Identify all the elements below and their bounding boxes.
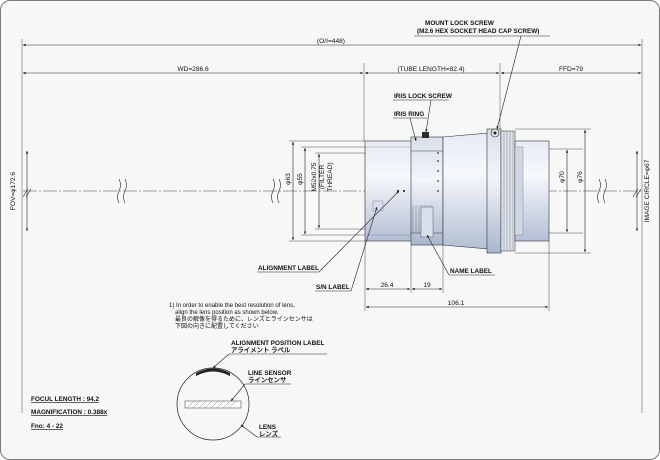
note-line-2: align the lens position as shown below.	[175, 310, 279, 316]
lens-body	[364, 128, 550, 254]
alignment-diagram	[176, 353, 327, 441]
ffd-dimension: FFD=79	[559, 66, 583, 73]
lens-label-jp: レンズ	[259, 429, 279, 438]
fov-dimension-line	[22, 150, 32, 232]
len-26-4-label: 26.4	[381, 282, 394, 289]
iris-ring-label: IRIS RING	[394, 111, 424, 118]
line-sensor-label: LINE SENSOR	[248, 370, 292, 377]
wd-dimension: WD=286.6	[177, 66, 209, 73]
iris-lock-screw-label: IRIS LOCK SCREW	[394, 93, 453, 100]
alignment-label-label: ALIGNMENT LABEL	[258, 265, 319, 272]
filter-thread-label-1: M52x0.75	[311, 162, 318, 191]
alignment-label-callout	[257, 190, 400, 273]
filter-thread-label-3: THREAD)	[327, 162, 334, 191]
magnification-spec: MAGNIFICATION : 0.388x	[31, 409, 108, 416]
break-marks	[117, 178, 607, 204]
alignment-position-label: ALIGNMENT POSITION LABEL	[231, 340, 324, 347]
rear-diameter-dims	[515, 128, 591, 254]
line-sensor-label-jp: ラインセンサ	[248, 376, 287, 384]
note-line-3: 最良の解像を得るために、レンズとラインセンサは	[175, 315, 313, 323]
name-label-callout	[426, 234, 495, 276]
tube-length-dimension: (TUBE LENGTH=82.4)	[397, 66, 464, 73]
mount-lock-screw-sublabel: (M2.6 HEX SOCKET HEAD CAP SCREW)	[417, 28, 539, 35]
alignment-position-label-jp: アライメント ラベル	[231, 346, 291, 354]
filter-thread-label-2: (FILTER	[319, 165, 326, 190]
fov-label: FOV=φ172.6	[10, 172, 17, 211]
d55-label: φ55	[297, 173, 304, 185]
focal-length-spec: FOCUL LENGTH : 94.2	[31, 396, 100, 403]
image-circle-dimension-line	[632, 150, 642, 232]
name-label-label: NAME LABEL	[450, 268, 492, 275]
sn-label-callout	[315, 206, 378, 292]
mount-lock-screw-label: MOUNT LOCK SCREW	[425, 20, 495, 27]
len-106-1-label: 106.1	[448, 300, 465, 307]
overall-dimension: (O/I=448)	[317, 38, 345, 45]
image-circle-label: IMAGE CIRCLE=φ67	[644, 159, 651, 222]
len-19-label: 19	[423, 282, 431, 289]
lens-label: LENS	[259, 424, 277, 431]
d70-label: φ70	[559, 171, 566, 183]
note-line-4: 下図の向きに配置してください	[175, 322, 259, 330]
iris-ring-callout	[393, 117, 427, 142]
mount-lock-screw-callout	[414, 35, 550, 130]
d63-label: φ63	[285, 173, 292, 185]
sn-label-label: S/N LABEL	[316, 284, 350, 291]
iris-lock-screw-callout	[393, 99, 449, 133]
d76-label: φ76	[577, 171, 584, 183]
front-diameter-dims	[289, 140, 365, 242]
bottom-length-dims	[364, 241, 550, 311]
dimension-lines-top	[21, 39, 643, 413]
fno-spec: Fno: 4 - 22	[31, 423, 63, 430]
note-line-1: 1) In order to enable the best resolutio…	[169, 303, 295, 309]
